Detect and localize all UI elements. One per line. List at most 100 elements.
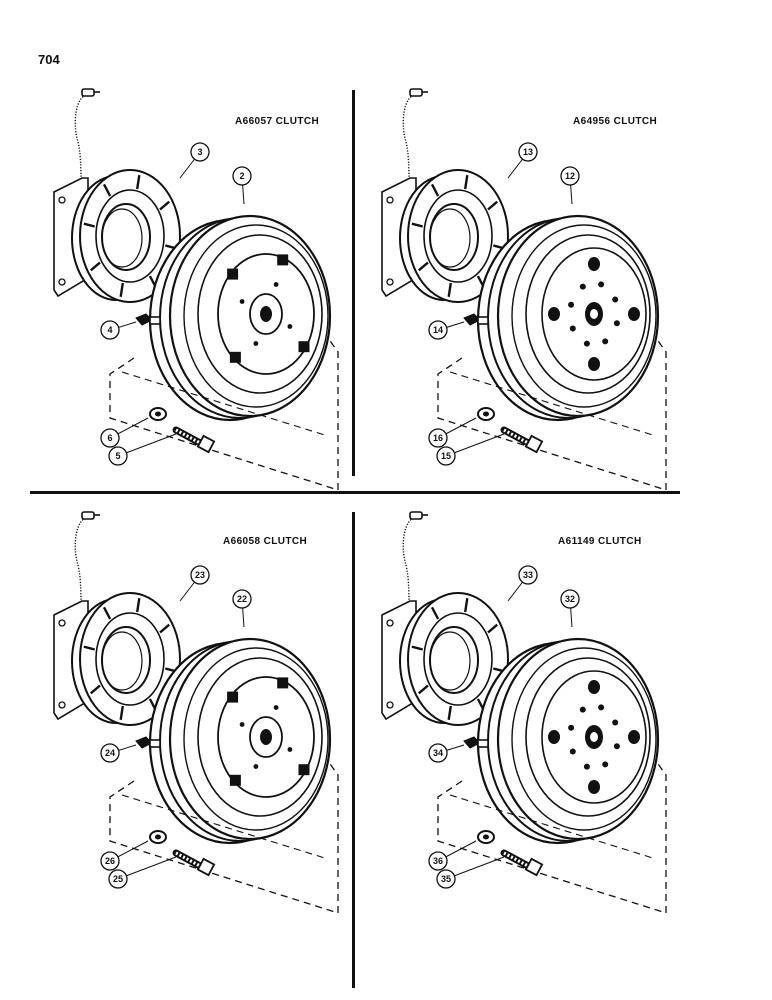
bolt <box>172 849 216 877</box>
flange-hole <box>58 701 66 709</box>
plate-hole <box>287 747 293 752</box>
plate-small-hole <box>598 281 605 288</box>
callout-bubble <box>100 743 120 763</box>
callout-number: 36 <box>433 856 443 866</box>
callout-bubble <box>428 320 448 340</box>
callout-washer: 26 <box>100 840 149 871</box>
armature-tab <box>298 341 310 353</box>
clutch-panel-a64956: 13 12 14 16 15 A64956 CLUTCH <box>358 82 688 502</box>
callout-number: 12 <box>565 171 575 181</box>
wire-connector <box>409 511 423 520</box>
callout-number: 35 <box>441 874 451 884</box>
callout-washer: 36 <box>428 840 477 871</box>
callout-coil: 13 <box>507 142 538 179</box>
plate-hole <box>253 764 259 769</box>
plate-small-hole <box>568 724 575 731</box>
plate-large-hole <box>588 780 600 794</box>
plate-hole <box>239 722 245 727</box>
callout-number: 13 <box>523 147 533 157</box>
callout-bubble <box>190 142 210 162</box>
callout-bubble <box>560 589 580 609</box>
field-coil <box>71 169 181 303</box>
callout-screw: 14 <box>428 320 465 340</box>
flange-hole <box>386 278 394 286</box>
plate-small-hole <box>613 320 620 327</box>
callout-number: 6 <box>107 433 112 443</box>
hub-center <box>590 732 598 742</box>
panel-title: A64956 CLUTCH <box>573 116 658 127</box>
callout-bubble <box>100 851 120 871</box>
callout-bubble <box>436 869 456 889</box>
callout-number: 25 <box>113 874 123 884</box>
plate-hole <box>287 324 293 329</box>
flange-hole <box>58 619 66 627</box>
callout-number: 32 <box>565 594 575 604</box>
washer-hole <box>483 834 489 840</box>
plate-hole <box>239 299 245 304</box>
callout-bubble <box>108 869 128 889</box>
hub-bore <box>260 729 272 745</box>
assembly-dashed-outline <box>109 760 339 914</box>
callout-bolt: 5 <box>108 433 177 466</box>
bolt <box>500 426 544 454</box>
armature-tab <box>227 268 239 280</box>
assembly-dashed-outline <box>437 760 667 914</box>
pulley <box>476 214 660 422</box>
callout-screw: 24 <box>100 743 137 763</box>
callout-number: 23 <box>195 570 205 580</box>
callout-bubble <box>518 565 538 585</box>
callout-bubble <box>190 565 210 585</box>
callout-bubble <box>100 428 120 448</box>
page-number: 704 <box>38 52 60 67</box>
washer-hole <box>155 834 161 840</box>
callout-number: 15 <box>441 451 451 461</box>
clutch-panel-a66058: 23 22 24 26 25 A66058 CLUTCH <box>30 505 360 925</box>
washer-hole <box>483 411 489 417</box>
callout-pulley: 32 <box>560 589 580 628</box>
wire-connector <box>409 88 423 97</box>
callout-screw: 4 <box>100 320 137 340</box>
callout-bolt: 25 <box>108 856 177 889</box>
flange-hole <box>386 619 394 627</box>
callout-number: 26 <box>105 856 115 866</box>
wire-connector <box>81 88 95 97</box>
coil-screw <box>135 736 161 749</box>
washer-hole <box>155 411 161 417</box>
flange-hole <box>386 701 394 709</box>
plate-small-hole <box>583 340 590 347</box>
callout-coil: 3 <box>179 142 210 179</box>
leader-line <box>117 433 177 457</box>
callout-bubble <box>428 851 448 871</box>
callout-bubble <box>428 428 448 448</box>
callout-number: 16 <box>433 433 443 443</box>
coil-screw <box>135 313 161 326</box>
armature-tab <box>227 691 239 703</box>
flange-hole <box>58 196 66 204</box>
vertical-divider-top <box>352 90 355 476</box>
hub-center <box>590 309 598 319</box>
callout-pulley: 22 <box>232 589 252 628</box>
vertical-divider-bottom <box>352 512 355 988</box>
callout-bubble <box>100 320 120 340</box>
wire-lead <box>74 93 89 187</box>
armature-tab <box>229 774 241 786</box>
armature-tab <box>277 677 289 689</box>
plate-small-hole <box>602 761 609 768</box>
panel-title: A66058 CLUTCH <box>223 536 308 547</box>
callout-number: 24 <box>105 748 115 758</box>
callout-bubble <box>560 166 580 186</box>
field-coil <box>71 592 181 726</box>
plate-small-hole <box>579 283 586 290</box>
bolt <box>172 426 216 454</box>
hub-bore <box>260 306 272 322</box>
plate-hole <box>273 705 279 710</box>
callout-number: 22 <box>237 594 247 604</box>
flange-hole <box>386 196 394 204</box>
plate-large-hole <box>588 680 600 694</box>
flange-hole <box>58 278 66 286</box>
callout-coil: 23 <box>179 565 210 602</box>
wire-connector <box>81 511 95 520</box>
